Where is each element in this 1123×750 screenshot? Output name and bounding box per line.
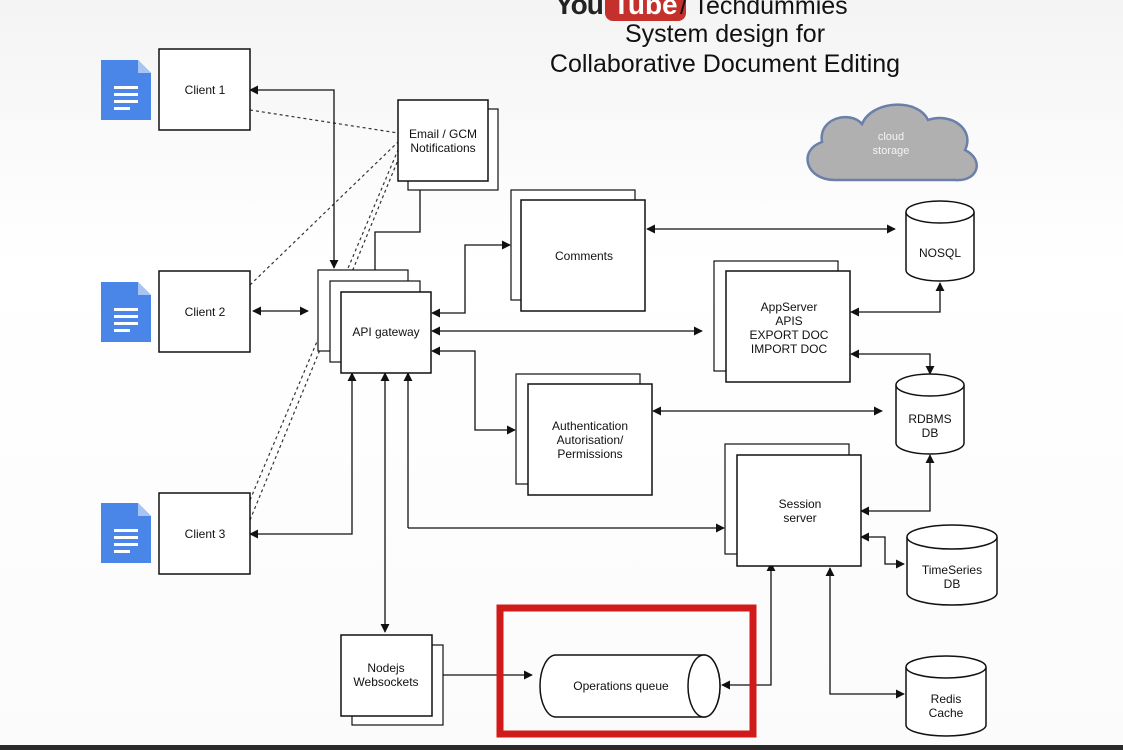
notifications-label-1: Email / GCM [409, 127, 477, 141]
youtube-logo-tube: Tube [604, 0, 686, 21]
channel-name: / Techdummies [680, 0, 848, 20]
session-label-2: server [783, 511, 816, 525]
nosql-db: NOSQL [905, 200, 975, 282]
cloud-storage: cloud storage [806, 103, 978, 182]
notifications-label-2: Notifications [410, 141, 475, 155]
youtube-logo-you: You [555, 0, 604, 20]
rdbms-label-1: RDBMS [908, 412, 951, 426]
timeseries-label-1: TimeSeries [922, 563, 982, 577]
nodejs-label-2: Websockets [353, 675, 418, 689]
appserver-label-2: APIS [775, 314, 802, 328]
appserver-label-1: AppServer [761, 300, 818, 314]
nosql-label: NOSQL [919, 246, 961, 260]
cloud-label-1: cloud [878, 131, 904, 143]
title-line-2: Collaborative Document Editing [549, 50, 901, 78]
youtube-logo: You Tube [555, 0, 686, 22]
appserver-node: AppServer APIS EXPORT DOC IMPORT DOC [713, 260, 851, 383]
auth-label-2: Autorisation/ [557, 433, 624, 447]
doc-icon [101, 60, 151, 120]
doc-icon [101, 282, 151, 342]
api-gateway-label: API gateway [352, 325, 419, 339]
cloud-icon [806, 103, 978, 182]
appserver-label-4: IMPORT DOC [751, 342, 828, 356]
client-1-label: Client 1 [185, 83, 226, 97]
redis-label-1: Redis [931, 692, 962, 706]
title-line-1: System design for [624, 20, 826, 48]
rdbms-label-2: DB [922, 426, 939, 440]
timeseries-db: TimeSeries DB [906, 524, 998, 606]
redis-label-2: Cache [929, 706, 964, 720]
auth-node: Authentication Autorisation/ Permissions [515, 373, 653, 496]
auth-label-3: Permissions [557, 447, 622, 461]
operations-queue-node: Operations queue [496, 604, 757, 738]
timeseries-label-2: DB [944, 577, 961, 591]
comments-label: Comments [555, 249, 613, 263]
rdbms-db: RDBMS DB [895, 373, 965, 455]
session-label-1: Session [779, 497, 822, 511]
api-gateway-node: API gateway [317, 269, 432, 374]
redis-cache: Redis Cache [905, 655, 987, 737]
cloud-label-2: storage [873, 145, 910, 157]
comments-node: Comments [510, 189, 646, 312]
client-1-node: Client 1 [158, 48, 251, 131]
client-2-label: Client 2 [185, 305, 226, 319]
operations-queue-label: Operations queue [573, 679, 669, 693]
doc-icon [101, 503, 151, 563]
highlight-box [496, 604, 757, 738]
notifications-node: Email / GCM Notifications [397, 99, 499, 191]
nodejs-label-1: Nodejs [367, 661, 404, 675]
client-2-node: Client 2 [158, 270, 251, 353]
connectors [249, 85, 945, 699]
auth-label-1: Authentication [552, 419, 628, 433]
bottom-bar [0, 745, 1123, 750]
appserver-label-3: EXPORT DOC [750, 328, 829, 342]
session-server-node: Session server [724, 443, 862, 567]
client-3-node: Client 3 [158, 492, 251, 575]
client-3-label: Client 3 [185, 527, 226, 541]
nodejs-node: s Nodejs Websockets [340, 634, 444, 726]
